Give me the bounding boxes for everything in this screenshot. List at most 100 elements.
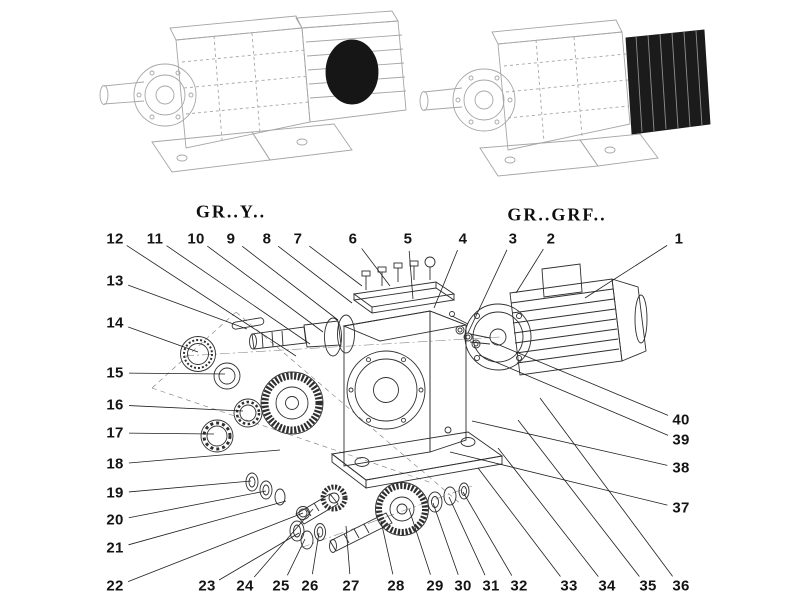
callout-3: 3 — [508, 230, 518, 248]
leader-line-39 — [478, 354, 669, 436]
left-bearings — [200, 398, 263, 453]
leader-line-26 — [311, 532, 320, 575]
callout-36: 36 — [672, 577, 690, 595]
callout-9: 9 — [226, 230, 236, 248]
callout-40: 40 — [672, 411, 690, 429]
motor-flange — [464, 303, 532, 371]
callout-22: 22 — [106, 577, 124, 595]
leader-line-9 — [241, 245, 339, 321]
input-gear — [260, 371, 324, 435]
terminal-box — [541, 263, 583, 298]
leader-line-12 — [126, 245, 297, 357]
leader-line-25 — [287, 538, 306, 576]
leader-line-38 — [471, 420, 668, 466]
shaft-key — [231, 317, 265, 330]
leader-line-5 — [408, 250, 414, 300]
callout-34: 34 — [598, 577, 616, 595]
callout-23: 23 — [198, 577, 216, 595]
leader-line-15 — [128, 372, 226, 375]
leader-line-29 — [408, 508, 431, 575]
pinion-shaft — [295, 493, 339, 525]
leader-line-21 — [128, 500, 287, 546]
callout-10: 10 — [187, 230, 205, 248]
leader-line-20 — [128, 490, 267, 519]
callout-15: 15 — [106, 364, 124, 382]
callout-7: 7 — [293, 230, 303, 248]
callout-17: 17 — [106, 424, 124, 442]
callout-26: 26 — [301, 577, 319, 595]
callout-6: 6 — [348, 230, 358, 248]
variant-title-gr-grf: GR..GRF.. — [507, 204, 607, 225]
construction-lines — [151, 311, 463, 506]
callout-37: 37 — [672, 499, 690, 517]
leader-line-17 — [128, 432, 215, 435]
leader-line-37 — [449, 451, 668, 506]
leader-line-6 — [361, 248, 391, 287]
callout-39: 39 — [672, 431, 690, 449]
callout-33: 33 — [560, 577, 578, 595]
callout-13: 13 — [106, 272, 124, 290]
leader-line-8 — [277, 245, 353, 304]
leader-line-16 — [128, 405, 244, 412]
leader-line-35 — [517, 419, 640, 577]
callout-25: 25 — [272, 577, 290, 595]
intermediate-parts — [245, 472, 348, 550]
callout-18: 18 — [106, 455, 124, 473]
leader-line-22 — [127, 512, 304, 583]
callout-4: 4 — [458, 230, 468, 248]
leader-line-19 — [128, 480, 252, 493]
leader-line-4 — [433, 249, 458, 309]
gear-housing — [330, 256, 504, 489]
oil-seal — [180, 336, 216, 372]
callout-27: 27 — [342, 577, 360, 595]
callout-32: 32 — [510, 577, 528, 595]
callout-8: 8 — [262, 230, 272, 248]
leader-line-2 — [515, 248, 544, 294]
assembled-unit-gr-y — [99, 10, 407, 173]
callout-29: 29 — [426, 577, 444, 595]
motor-assembly — [449, 263, 648, 376]
leader-line-24 — [253, 508, 314, 578]
callout-24: 24 — [236, 577, 254, 595]
housing-bore — [346, 350, 426, 430]
leader-line-30 — [432, 502, 459, 575]
callout-2: 2 — [546, 230, 556, 248]
bearing-cover — [324, 317, 342, 357]
callout-28: 28 — [387, 577, 405, 595]
center-axes — [183, 336, 501, 549]
callout-35: 35 — [639, 577, 657, 595]
callout-21: 21 — [106, 539, 124, 557]
leader-line-1 — [584, 245, 668, 299]
leader-line-14 — [128, 326, 199, 353]
exploded-view — [151, 256, 648, 553]
leader-line-27 — [345, 525, 351, 575]
callout-14: 14 — [106, 314, 124, 332]
assembled-unit-gr-grf — [419, 19, 711, 177]
retaining-ring — [213, 362, 241, 390]
leader-line-18 — [128, 449, 281, 464]
leader-line-13 — [128, 284, 248, 330]
callout-20: 20 — [106, 511, 124, 529]
callout-31: 31 — [482, 577, 500, 595]
callout-12: 12 — [106, 230, 124, 248]
callout-5: 5 — [403, 230, 413, 248]
callout-1: 1 — [674, 230, 684, 248]
callout-16: 16 — [106, 396, 124, 414]
leader-line-11 — [166, 245, 311, 345]
output-gear — [376, 483, 428, 535]
leader-line-33 — [477, 467, 561, 577]
callout-38: 38 — [672, 459, 690, 477]
output-shaft-assembly — [329, 482, 470, 553]
leader-line-34 — [497, 447, 599, 577]
leader-line-31 — [448, 496, 486, 576]
callout-30: 30 — [454, 577, 472, 595]
callout-11: 11 — [146, 230, 164, 248]
leader-line-40 — [491, 341, 669, 416]
input-shaft-assembly — [180, 314, 355, 390]
leader-line-10 — [207, 245, 324, 333]
leader-line-7 — [309, 245, 363, 287]
